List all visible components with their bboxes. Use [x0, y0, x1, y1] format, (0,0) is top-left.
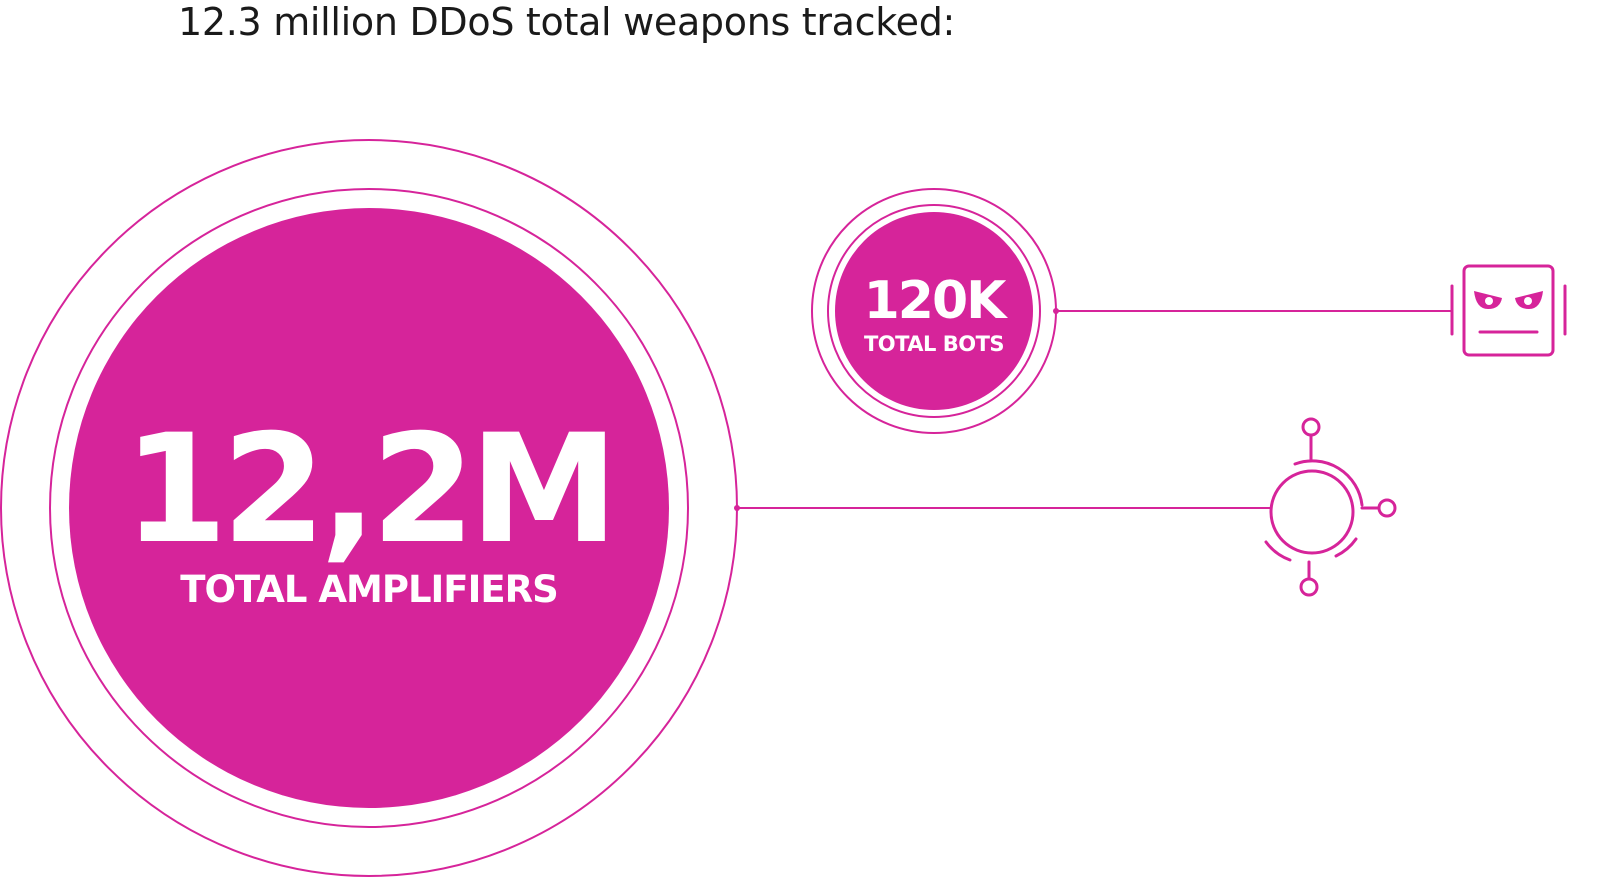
amplifiers-inner-ring — [49, 188, 689, 828]
bot-face-icon — [1450, 264, 1567, 357]
bots-value: 120K — [864, 271, 1009, 331]
amplifiers-fill-circle — [69, 208, 669, 808]
amplifiers-bubble: 12,2M TOTAL AMPLIFIERS — [0, 139, 738, 877]
bots-inner-ring — [827, 204, 1041, 418]
bots-bubble: 120K TOTAL BOTS — [811, 188, 1057, 434]
bots-outer-ring — [811, 188, 1057, 434]
bots-fill-circle — [835, 212, 1033, 410]
amplifiers-value: 12,2M — [123, 403, 612, 577]
bots-label: TOTAL BOTS — [864, 332, 1004, 356]
page-title: 12.3 million DDoS total weapons tracked: — [178, 0, 956, 44]
amplifier-node-icon — [1264, 417, 1397, 597]
amplifiers-label: TOTAL AMPLIFIERS — [180, 568, 558, 611]
amplifiers-outer-ring — [0, 139, 738, 877]
